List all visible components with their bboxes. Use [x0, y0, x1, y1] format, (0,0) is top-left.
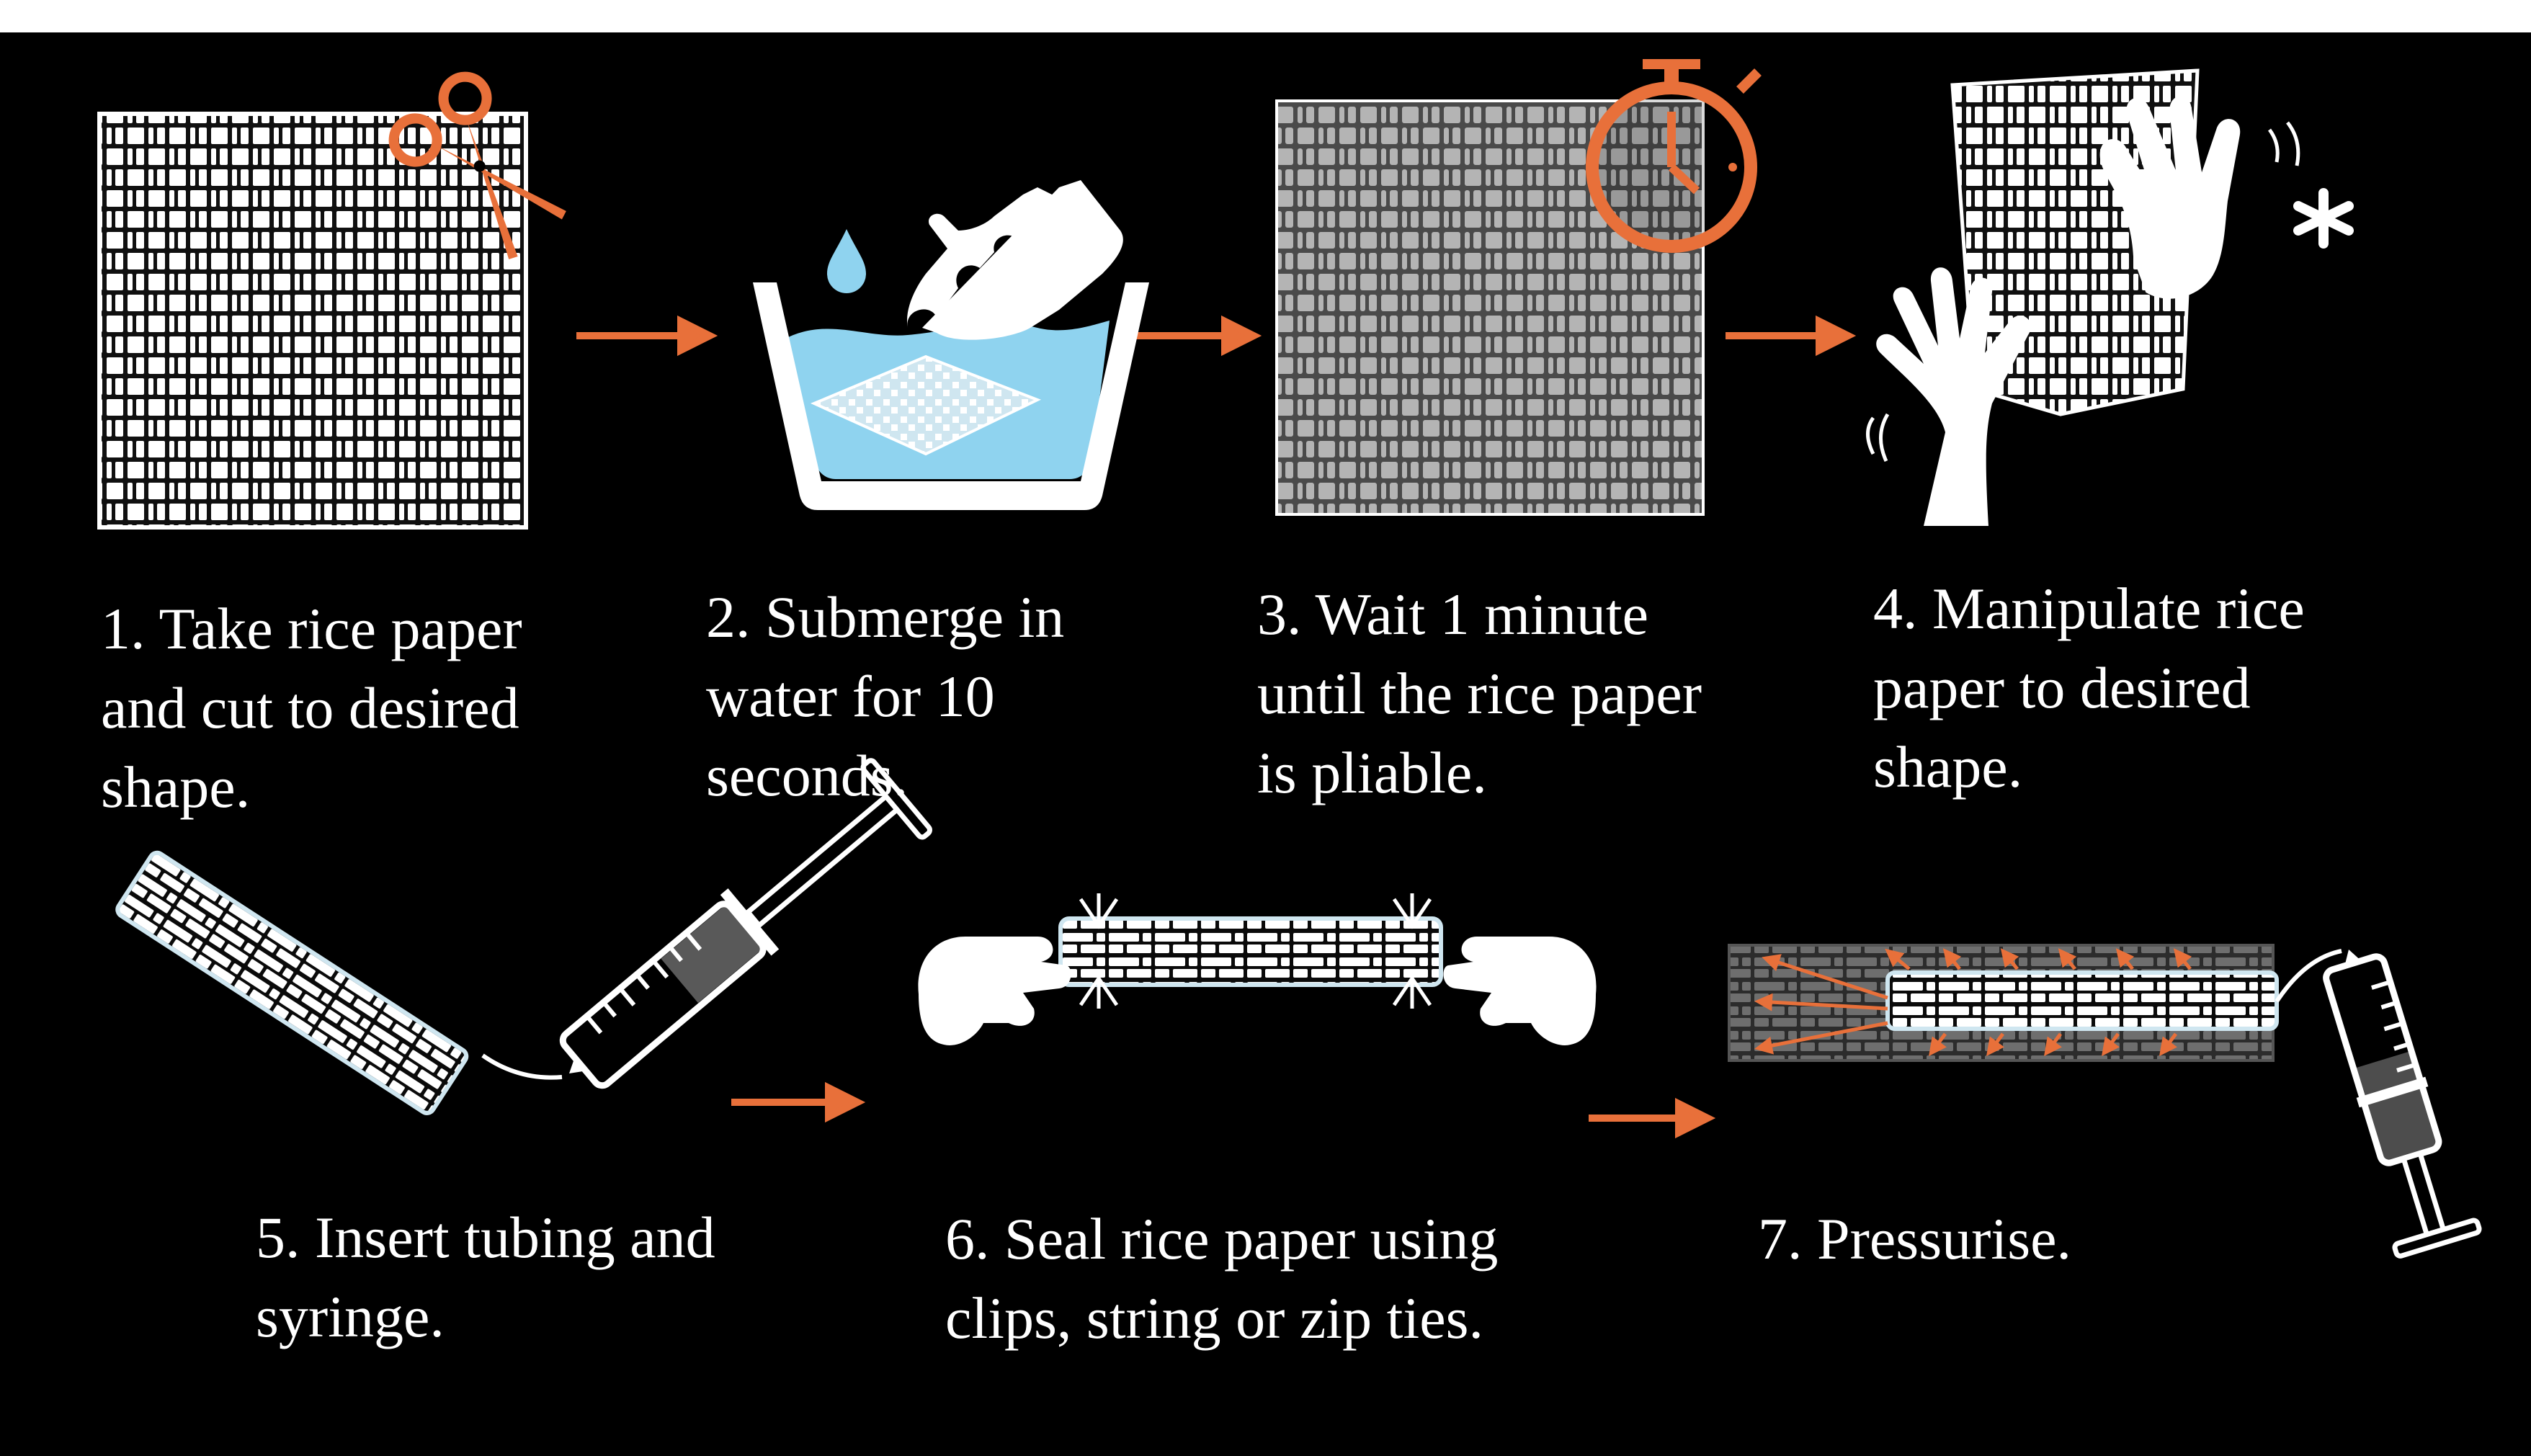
step-5-illustration [115, 758, 932, 1115]
step-5-caption: 5. Insert tubing and syringe. [256, 1205, 715, 1349]
submerged-rice-paper [810, 354, 1042, 456]
rice-paper-tube [115, 850, 469, 1115]
seal-arrows-icon [1079, 893, 1432, 1009]
step-1-caption: 1. Take rice paper and cut to desired sh… [101, 596, 522, 820]
hand-icon [1876, 96, 2241, 526]
wet-rice-paper [1275, 99, 1705, 516]
hand-icon [907, 180, 1123, 340]
rice-paper-tube [1058, 916, 1443, 987]
step-1-illustration [97, 71, 566, 530]
arrow-1-2 [576, 315, 718, 357]
arrow-5-6 [731, 1081, 866, 1123]
step-3-illustration [1275, 59, 1762, 516]
rice-paper-sheet [97, 112, 528, 530]
step-2-illustration [753, 180, 1149, 510]
arrow-2-3 [1128, 315, 1262, 357]
step-7-caption: 7. Pressurise. [1758, 1206, 2072, 1272]
scissors-icon [388, 71, 566, 259]
tubing [2275, 949, 2342, 1003]
step-4-illustration [1866, 68, 2354, 526]
step-7-illustration [1728, 944, 2482, 1259]
step-2-caption: 2. Submerge in water for 10 seconds. [706, 584, 1065, 808]
step-3-caption: 3. Wait 1 minute until the rice paper is… [1257, 581, 1702, 805]
step-4-caption: 4. Manipulate rice paper to desired shap… [1873, 576, 2305, 800]
pressurised-tube [1885, 970, 2279, 1031]
stopwatch-icon [1586, 59, 1762, 253]
pointing-hand-icon [918, 937, 1597, 1045]
arrow-6-7 [1589, 1097, 1716, 1139]
arrow-3-4 [1726, 315, 1857, 357]
pressure-arrows-icon [1754, 948, 2192, 1057]
sparkle-icon [2293, 188, 2354, 249]
tubing [481, 1053, 563, 1080]
water-drop-icon [827, 229, 866, 293]
syringe-icon [559, 758, 932, 1089]
syringe-icon [2323, 950, 2482, 1259]
step-6-illustration [918, 893, 1597, 1045]
step-6-caption: 6. Seal rice paper using clips, string o… [945, 1206, 1499, 1351]
